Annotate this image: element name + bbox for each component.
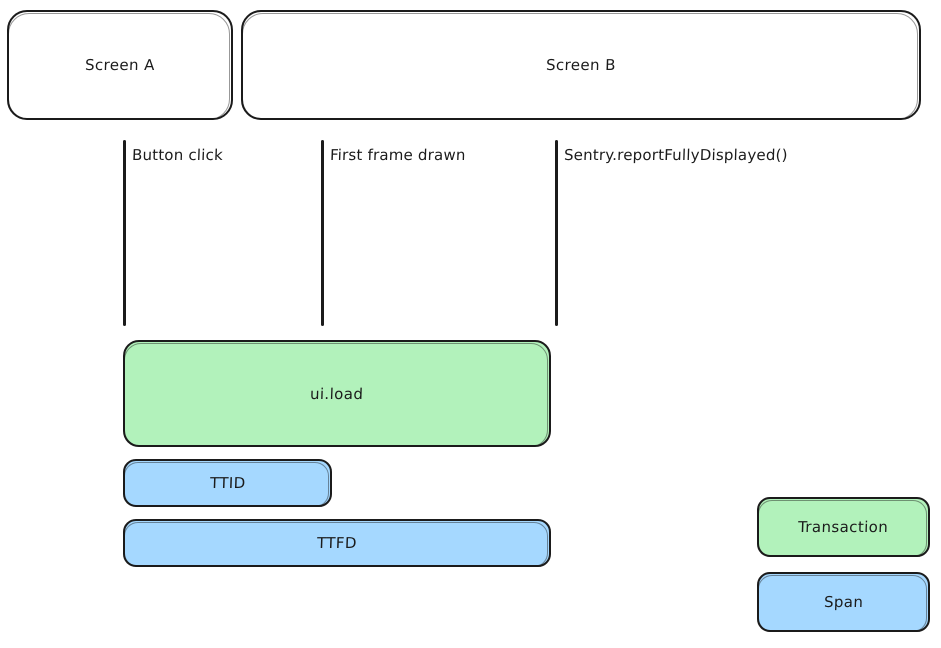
marker-line-button-click <box>123 140 126 326</box>
screen-a-box[interactable]: Screen A <box>7 10 233 120</box>
legend-span-label: Span <box>823 593 864 611</box>
marker-label-report-fully-displayed: Sentry.reportFullyDisplayed() <box>563 146 789 164</box>
bar-ttfd-label: TTFD <box>316 534 358 552</box>
screen-b-label: Screen B <box>545 56 617 74</box>
marker-label-button-click: Button click <box>131 146 224 164</box>
legend-transaction-label: Transaction <box>798 518 889 536</box>
screen-b-box[interactable]: Screen B <box>241 10 921 120</box>
marker-line-report-fully-displayed <box>555 140 558 326</box>
marker-line-first-frame-drawn <box>321 140 324 326</box>
screen-a-label: Screen A <box>84 56 156 74</box>
marker-label-first-frame-drawn: First frame drawn <box>329 146 466 164</box>
bar-ui-load[interactable]: ui.load <box>123 340 551 447</box>
bar-ttid[interactable]: TTID <box>123 459 332 507</box>
legend-span[interactable]: Span <box>757 572 930 632</box>
bar-ui-load-label: ui.load <box>310 384 364 403</box>
bar-ttid-label: TTID <box>209 474 246 492</box>
bar-ttfd[interactable]: TTFD <box>123 519 551 567</box>
legend-transaction[interactable]: Transaction <box>757 497 930 557</box>
